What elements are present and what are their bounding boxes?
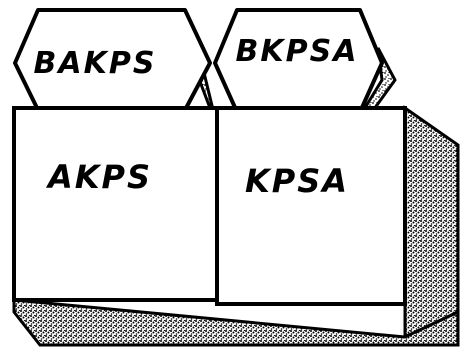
front-right-face	[217, 108, 405, 304]
front-right-face-label: KPSA	[245, 162, 349, 200]
top-left-hexagon-label: BAKPS	[34, 46, 157, 81]
box-bottom-side	[14, 300, 458, 345]
front-left-face-label: AKPS	[45, 158, 152, 196]
box-right-side	[405, 108, 458, 337]
front-left-face	[14, 108, 217, 300]
top-right-hexagon-label: BKPSA	[236, 34, 359, 69]
